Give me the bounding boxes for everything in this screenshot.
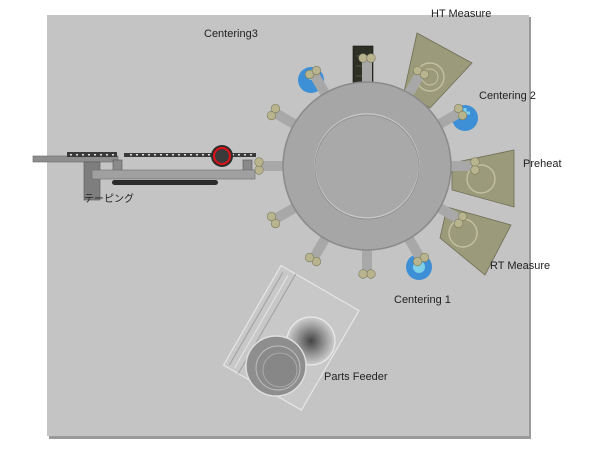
taping-unit[interactable]	[32, 145, 256, 201]
tape-pocket	[82, 154, 84, 156]
tape-pocket	[100, 154, 102, 156]
pickup-nozzle	[453, 103, 464, 114]
pickup-nozzle	[311, 65, 322, 76]
pickup-nozzle	[457, 110, 468, 121]
tape-pocket	[142, 154, 144, 156]
pickup-nozzle	[270, 103, 281, 114]
pickup-nozzle	[311, 256, 322, 267]
label-parts-feeder: Parts Feeder	[324, 371, 388, 383]
pickup-nozzle	[470, 157, 480, 167]
pickup-nozzle	[304, 69, 315, 80]
tape-pocket	[250, 154, 252, 156]
pickup-nozzle	[304, 252, 315, 263]
pickup-nozzle	[412, 65, 423, 76]
tape-pocket	[166, 154, 168, 156]
pickup-nozzle	[457, 211, 468, 222]
tape-pocket	[130, 154, 132, 156]
pickup-nozzle	[366, 53, 376, 63]
hopper-bowl	[245, 335, 307, 397]
tape-pocket	[184, 154, 186, 156]
tape-pocket	[208, 154, 210, 156]
tape-pocket	[76, 154, 78, 156]
pickup-nozzle	[470, 165, 480, 175]
tape-pocket	[160, 154, 162, 156]
pickup-nozzle	[254, 157, 264, 167]
tape-pocket	[178, 154, 180, 156]
index-turret[interactable]	[282, 81, 452, 251]
tape-pocket	[238, 154, 240, 156]
tape-pocket	[196, 154, 198, 156]
label-centering1: Centering 1	[394, 294, 451, 306]
pickup-nozzle	[453, 218, 464, 229]
label-centering2: Centering 2	[479, 90, 536, 102]
pickup-nozzle	[366, 269, 376, 279]
label-centering3: Centering3	[204, 28, 258, 40]
pickup-nozzle	[358, 269, 368, 279]
tape-pocket	[94, 154, 96, 156]
pickup-nozzle	[270, 218, 281, 229]
tape-pocket	[70, 154, 72, 156]
tape-pocket	[244, 154, 246, 156]
pickup-nozzle	[358, 53, 368, 63]
label-ht-measure: HT Measure	[431, 8, 492, 20]
pickup-nozzle	[412, 256, 423, 267]
taping-reel[interactable]	[212, 146, 232, 166]
label-rt-measure: RT Measure	[490, 260, 551, 272]
tape-pocket	[154, 154, 156, 156]
tape-pocket	[148, 154, 150, 156]
ht-measure-station[interactable]	[403, 32, 473, 109]
pickup-nozzle	[266, 211, 277, 222]
label-taping: テーピング	[84, 194, 134, 205]
pickup-nozzle	[419, 69, 430, 80]
pickup-nozzle	[254, 165, 264, 175]
tape-pocket	[202, 154, 204, 156]
tape-pocket	[190, 154, 192, 156]
pickup-nozzle	[419, 252, 430, 263]
tape-pocket	[136, 154, 138, 156]
tape-pocket	[232, 154, 234, 156]
tape-pocket	[106, 154, 108, 156]
pickup-nozzle	[266, 110, 277, 121]
tape-pocket	[112, 154, 114, 156]
label-preheat: Preheat	[523, 158, 562, 170]
tape-pocket	[172, 154, 174, 156]
tape-pocket	[88, 154, 90, 156]
